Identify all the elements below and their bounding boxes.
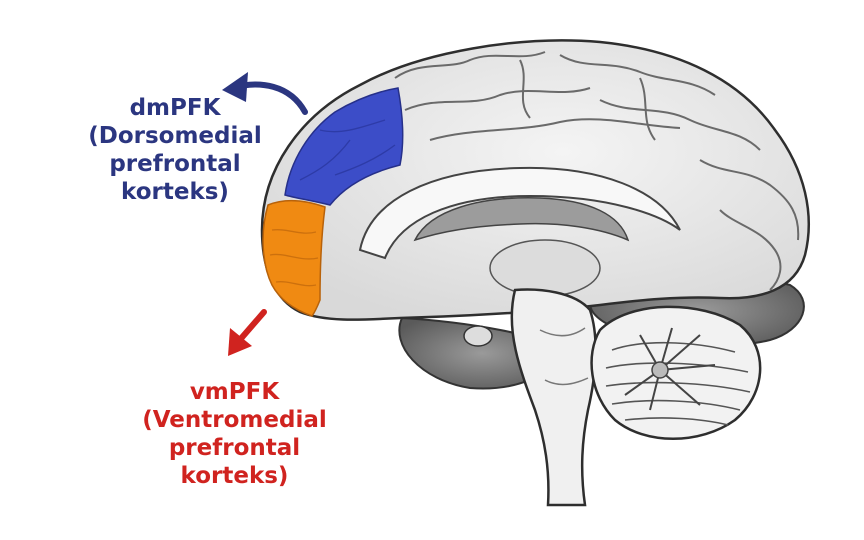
- vmpfc-label-line4: korteks): [180, 463, 289, 489]
- vmpfc-label: vmPFK (Ventromedial prefrontal korteks): [112, 378, 357, 490]
- curved-arrow-left-icon: [222, 72, 308, 115]
- thalamus: [489, 239, 601, 297]
- corpus-callosum: [358, 166, 681, 260]
- dmpfc-label-line3: prefrontal: [109, 151, 241, 177]
- brainstem: [510, 288, 597, 507]
- arrow-down-left-icon: [228, 309, 267, 356]
- gyri-lines: [394, 51, 800, 291]
- dmpfc-label: dmPFK (Dorsomedial prefrontal korteks): [75, 94, 275, 206]
- dmpfc-region: [284, 87, 404, 206]
- vmpfc-label-line1: vmPFK: [189, 379, 280, 405]
- pituitary: [463, 325, 493, 347]
- dmpfc-label-line1: dmPFK: [129, 95, 221, 121]
- lateral-ventricle: [413, 197, 630, 242]
- vmpfc-label-line3: prefrontal: [168, 435, 301, 461]
- cerebellum: [590, 305, 762, 440]
- dmpfc-label-line4: korteks): [121, 179, 229, 205]
- vmpfc-label-line2: (Ventromedial: [142, 407, 327, 433]
- dmpfc-label-line2: (Dorsomedial: [88, 123, 262, 149]
